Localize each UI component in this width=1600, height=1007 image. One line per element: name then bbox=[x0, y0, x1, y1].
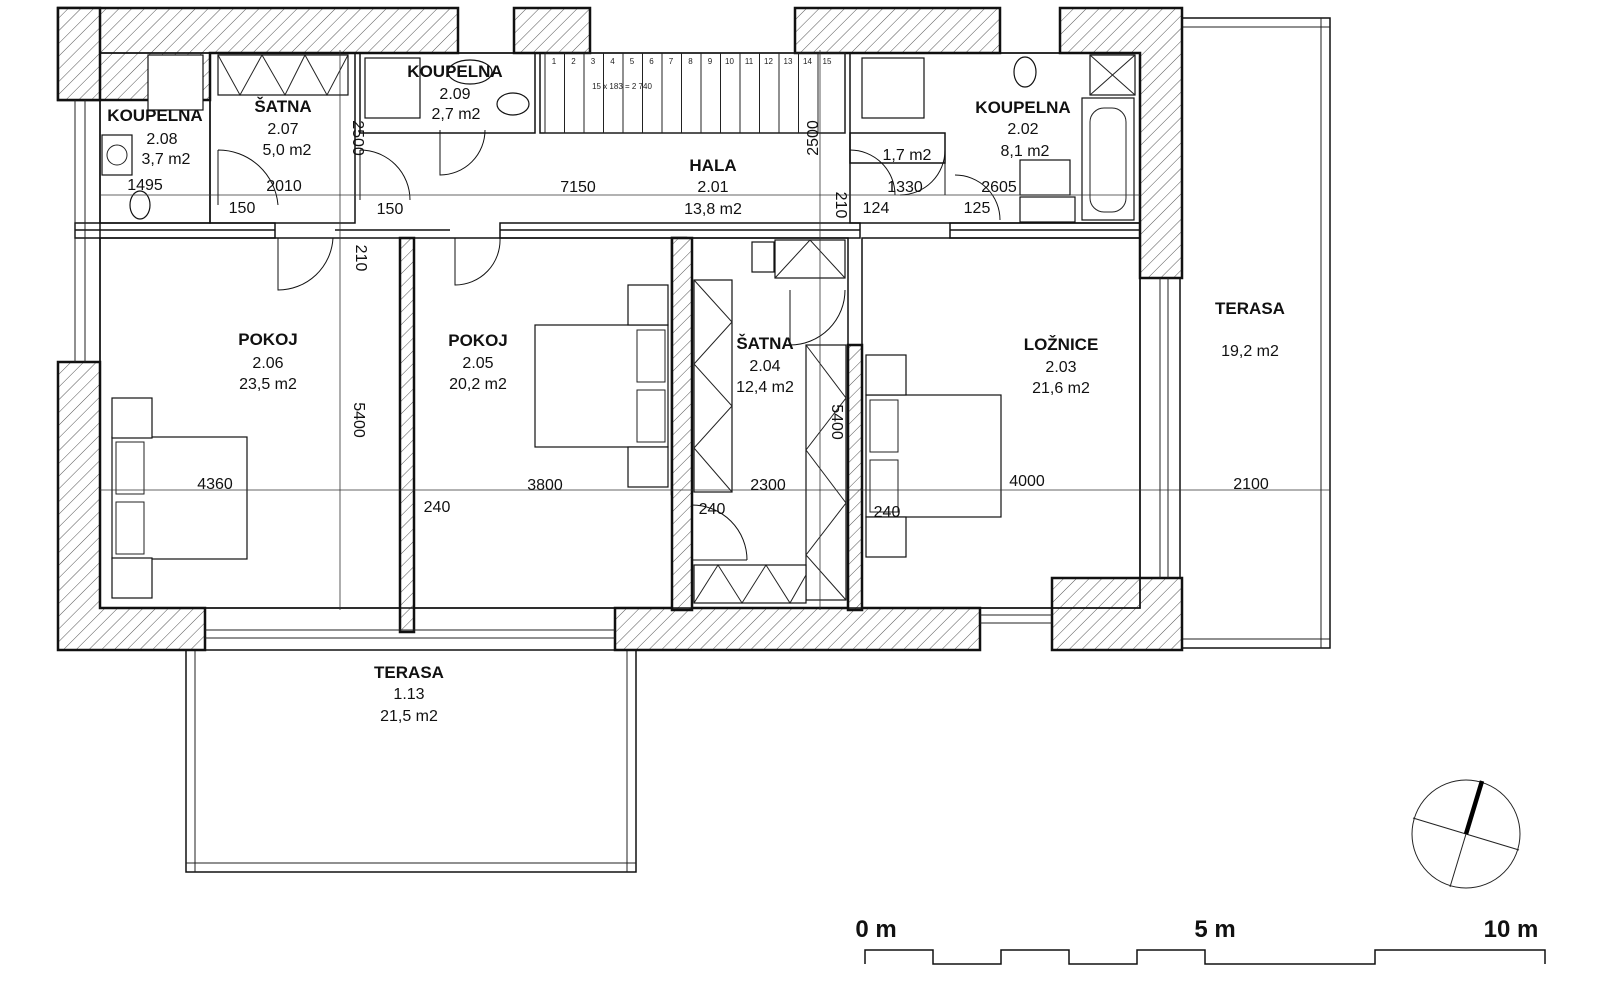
room-area-wc: 1,7 m2 bbox=[883, 147, 932, 164]
doors bbox=[217, 129, 1001, 561]
svg-text:KOUPELNA: KOUPELNA bbox=[107, 106, 202, 125]
svg-text:240: 240 bbox=[699, 501, 726, 518]
svg-text:20,2 m2: 20,2 m2 bbox=[449, 376, 507, 393]
svg-text:KOUPELNA: KOUPELNA bbox=[407, 62, 502, 81]
svg-text:210: 210 bbox=[832, 192, 849, 219]
svg-text:POKOJ: POKOJ bbox=[448, 331, 508, 350]
stair-step-number: 14 bbox=[803, 57, 812, 66]
room-label-2-03: LOŽNICE 2.03 21,6 m2 bbox=[1024, 335, 1099, 397]
walls bbox=[56, 6, 1184, 652]
svg-text:LOŽNICE: LOŽNICE bbox=[1024, 335, 1099, 354]
stair-step-number: 15 bbox=[823, 57, 832, 66]
svg-text:150: 150 bbox=[377, 201, 404, 218]
svg-text:13,8 m2: 13,8 m2 bbox=[684, 201, 742, 218]
svg-text:KOUPELNA: KOUPELNA bbox=[975, 98, 1070, 117]
scale-label-0: 0 m bbox=[855, 916, 896, 943]
svg-text:ŠATNA: ŠATNA bbox=[254, 97, 311, 116]
svg-text:2300: 2300 bbox=[750, 477, 786, 494]
svg-text:8,1 m2: 8,1 m2 bbox=[1001, 143, 1050, 160]
svg-text:2500: 2500 bbox=[805, 120, 822, 156]
svg-text:124: 124 bbox=[863, 200, 890, 217]
svg-text:240: 240 bbox=[874, 504, 901, 521]
svg-text:23,5 m2: 23,5 m2 bbox=[239, 376, 297, 393]
stair-step-number: 4 bbox=[610, 57, 615, 66]
dimension-lines bbox=[100, 50, 1330, 610]
room-label-2-06: POKOJ 2.06 23,5 m2 bbox=[238, 330, 298, 393]
stair-step-number: 10 bbox=[725, 57, 734, 66]
stair-step-number: 8 bbox=[688, 57, 693, 66]
room-label-2-05: POKOJ 2.05 20,2 m2 bbox=[448, 331, 508, 393]
svg-text:210: 210 bbox=[352, 245, 369, 272]
svg-text:2.03: 2.03 bbox=[1045, 359, 1076, 376]
svg-text:3,7 m2: 3,7 m2 bbox=[142, 151, 191, 168]
svg-text:ŠATNA: ŠATNA bbox=[736, 334, 793, 353]
svg-text:2,7 m2: 2,7 m2 bbox=[432, 106, 481, 123]
svg-text:2.02: 2.02 bbox=[1007, 121, 1038, 138]
svg-text:4000: 4000 bbox=[1009, 473, 1045, 490]
svg-text:2100: 2100 bbox=[1233, 476, 1269, 493]
svg-text:2605: 2605 bbox=[981, 179, 1017, 196]
svg-text:21,6 m2: 21,6 m2 bbox=[1032, 380, 1090, 397]
room-label-2-01: HALA 2.01 13,8 m2 bbox=[684, 156, 742, 218]
stair-step-number: 1 bbox=[552, 57, 557, 66]
stair-step-number: 12 bbox=[764, 57, 773, 66]
svg-text:7150: 7150 bbox=[560, 179, 596, 196]
scale-label-5: 5 m bbox=[1194, 916, 1235, 943]
scale-bar: 0 m 5 m 10 m bbox=[855, 916, 1546, 965]
svg-text:12,4 m2: 12,4 m2 bbox=[736, 379, 794, 396]
svg-text:POKOJ: POKOJ bbox=[238, 330, 298, 349]
room-label-terasa-east: TERASA 19,2 m2 bbox=[1215, 299, 1285, 360]
svg-text:240: 240 bbox=[424, 499, 451, 516]
stair-step-number: 3 bbox=[591, 57, 596, 66]
svg-text:2.07: 2.07 bbox=[267, 121, 298, 138]
svg-text:HALA: HALA bbox=[689, 156, 736, 175]
svg-text:1330: 1330 bbox=[887, 179, 923, 196]
room-label-2-09: KOUPELNA 2.09 2,7 m2 bbox=[407, 62, 502, 123]
furniture bbox=[101, 53, 1136, 604]
svg-text:150: 150 bbox=[229, 200, 256, 217]
svg-text:3800: 3800 bbox=[527, 477, 563, 494]
svg-text:5,0 m2: 5,0 m2 bbox=[263, 142, 312, 159]
svg-text:TERASA: TERASA bbox=[1215, 299, 1285, 318]
svg-text:125: 125 bbox=[964, 200, 991, 217]
svg-text:2.05: 2.05 bbox=[462, 355, 493, 372]
stair-step-number: 9 bbox=[708, 57, 713, 66]
svg-text:21,5 m2: 21,5 m2 bbox=[380, 708, 438, 725]
north-arrow bbox=[1411, 779, 1521, 889]
svg-text:2.04: 2.04 bbox=[749, 358, 780, 375]
room-label-2-07: ŠATNA 2.07 5,0 m2 bbox=[254, 97, 311, 159]
stair-step-number: 5 bbox=[630, 57, 635, 66]
svg-text:TERASA: TERASA bbox=[374, 663, 444, 682]
svg-text:2.06: 2.06 bbox=[252, 355, 283, 372]
svg-text:1495: 1495 bbox=[127, 177, 163, 194]
svg-text:5400: 5400 bbox=[350, 402, 367, 438]
room-label-2-08: KOUPELNA 2.08 3,7 m2 bbox=[107, 106, 202, 168]
terrace-east-outline bbox=[1179, 17, 1331, 649]
svg-text:5400: 5400 bbox=[828, 404, 845, 440]
stair-step-number: 7 bbox=[669, 57, 674, 66]
svg-text:2500: 2500 bbox=[349, 120, 366, 156]
stair-label: 15 x 183 = 2 740 bbox=[592, 82, 652, 91]
room-label-2-02: KOUPELNA 2.02 8,1 m2 bbox=[975, 98, 1070, 160]
svg-text:2.08: 2.08 bbox=[146, 131, 177, 148]
stair-step-number: 2 bbox=[571, 57, 576, 66]
svg-text:19,2 m2: 19,2 m2 bbox=[1221, 343, 1279, 360]
dimension-texts: 1495 2010 150 150 7150 2500 2500 210 210… bbox=[127, 120, 1269, 521]
svg-text:1.13: 1.13 bbox=[393, 686, 424, 703]
svg-text:4360: 4360 bbox=[197, 476, 233, 493]
scale-label-10: 10 m bbox=[1484, 916, 1539, 943]
svg-text:2010: 2010 bbox=[266, 178, 302, 195]
svg-text:2.09: 2.09 bbox=[439, 86, 470, 103]
room-label-terasa-south: TERASA 1.13 21,5 m2 bbox=[374, 663, 444, 725]
stair-step-number: 13 bbox=[784, 57, 793, 66]
terrace-south-outline bbox=[185, 649, 637, 873]
svg-text:2.01: 2.01 bbox=[697, 179, 728, 196]
stair-step-number: 6 bbox=[649, 57, 654, 66]
stair-step-number: 11 bbox=[745, 57, 754, 66]
room-label-2-04: ŠATNA 2.04 12,4 m2 bbox=[736, 334, 794, 396]
